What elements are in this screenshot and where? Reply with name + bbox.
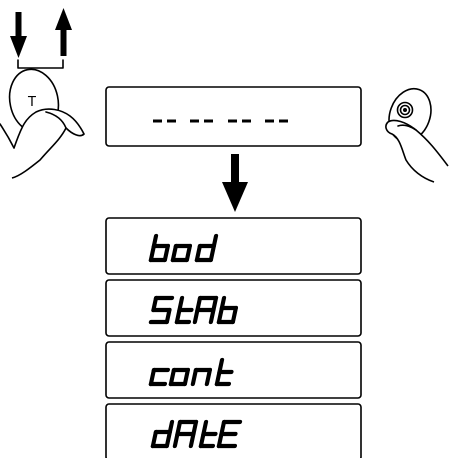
menu-item-cont[interactable]: cont [0,0,362,399]
menu-item-lettering [148,357,234,387]
menu-item-lettering [148,233,219,263]
hold-bracket [17,59,64,69]
arrow-up-icon [55,8,72,56]
finger-icon [385,119,449,183]
tare-key-label: T [27,95,36,110]
display-initial: -- -- -- -- [105,86,362,147]
right-hand-power-gesture [385,87,449,183]
menu-display-list: bodStAbcontdAtE [0,0,362,458]
menu-item-date[interactable]: dAtE [0,0,362,458]
arrow-down-icon [10,12,27,58]
menu-item-bod[interactable]: bod [0,0,362,275]
left-hand-tare-gesture: T [0,8,85,179]
menu-item-lettering [150,419,243,449]
arrow-down-icon [222,154,248,212]
menu-item-stab[interactable]: StAb [0,0,362,337]
menu-item-lettering [148,295,239,325]
